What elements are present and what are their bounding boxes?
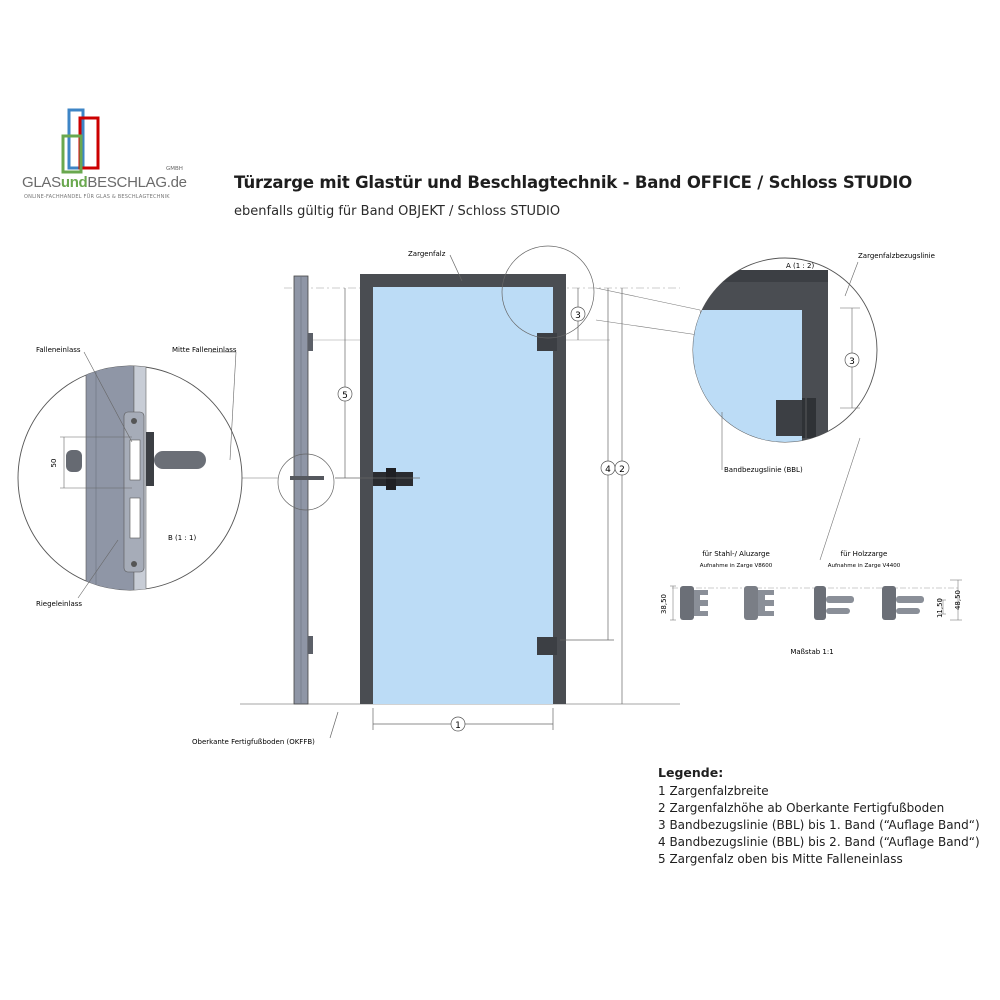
logo-part-3: BESCHLAG.de — [87, 174, 187, 191]
dim-3850-label: 38,50 — [660, 594, 668, 614]
dim-4-label: 4 — [605, 465, 611, 475]
page-subtitle: ebenfalls gültig für Band OBJEKT / Schlo… — [234, 204, 561, 219]
logo-mark-icon — [61, 108, 100, 174]
hinge-variant-1 — [680, 586, 710, 620]
detail-b-dimensions — [60, 351, 237, 599]
detail-a-dim-marker — [844, 352, 860, 368]
mitte-falleneinlass-label: Mitte Falleneinlass — [172, 346, 237, 354]
logo-wordmark: GLASundBESCHLAG.de — [22, 174, 187, 191]
hinge-variants: für Stahl-/ Aluzarge Aufnahme in Zarge V… — [660, 550, 962, 656]
zargenfalzbezugslinie-label: Zargenfalzbezugslinie — [858, 252, 935, 260]
massstab-label: Maßstab 1:1 — [790, 648, 833, 656]
dim-5-label: 5 — [342, 391, 348, 401]
legend-item: 2 Zargenfalzhöhe ab Oberkante Fertigfußb… — [658, 801, 945, 815]
detail-a — [692, 257, 878, 443]
legend: Legende: 1 Zargenfalzbreite 2 Zargenfalz… — [658, 764, 980, 868]
detail-a-marker — [501, 245, 595, 339]
side-profile — [290, 275, 324, 705]
dim-4850-label: 48,50 — [954, 590, 962, 610]
detail-a-dim-3-label: 3 — [849, 357, 855, 367]
okffb-label: Oberkante Fertigfußboden (OKFFB) — [192, 738, 315, 746]
door-frame — [360, 274, 566, 704]
dim-1150-label: 11,50 — [936, 598, 944, 618]
legend-item: 3 Bandbezugslinie (BBL) bis 1. Band (“Au… — [658, 818, 980, 832]
dimension-markers — [337, 306, 630, 732]
logo-tagline: ONLINE-FACHHANDEL FÜR GLAS & BESCHLAGTEC… — [24, 194, 170, 200]
dim-2-label: 2 — [619, 465, 625, 475]
legend-heading: Legende: — [658, 765, 724, 780]
stahl-subtitle: Aufnahme in Zarge V8600 — [700, 563, 773, 569]
falleneinlass-label: Falleneinlass — [36, 346, 81, 354]
riegeleinlass-label: Riegeleinlass — [36, 600, 82, 608]
holz-title: für Holzzarge — [841, 550, 888, 558]
dim-1-label: 1 — [455, 721, 461, 731]
hinge-variant-2 — [744, 586, 775, 620]
detail-b-scale: B (1 : 1) — [168, 534, 196, 542]
logo-part-2: und — [60, 174, 88, 191]
detail-b-marker — [277, 453, 335, 511]
legend-item: 5 Zargenfalz oben bis Mitte Falleneinlas… — [658, 852, 903, 866]
hinge-variant-3 — [814, 586, 854, 620]
dimension-lines — [329, 254, 623, 739]
hinge-top — [537, 333, 557, 351]
logo-part-1: GLAS — [22, 174, 61, 191]
page-title: Türzarge mit Glastür und Beschlagtechnik… — [234, 173, 913, 192]
detail-b — [17, 365, 243, 591]
detail-a-scale: A (1 : 2) — [786, 262, 814, 270]
glass-panel — [373, 287, 553, 704]
dim-3-label: 3 — [575, 311, 581, 321]
zargenfalz-label: Zargenfalz — [408, 250, 446, 258]
stahl-title: für Stahl-/ Aluzarge — [702, 550, 770, 558]
hinge-variant-4 — [882, 586, 924, 620]
holz-subtitle: Aufnahme in Zarge V4400 — [828, 563, 901, 569]
legend-item: 4 Bandbezugslinie (BBL) bis 2. Band (“Au… — [658, 835, 980, 849]
legend-item: 1 Zargenfalzbreite — [658, 784, 769, 798]
hinge-bottom — [537, 637, 557, 655]
bandbezugslinie-label: Bandbezugslinie (BBL) — [724, 466, 803, 474]
logo-gmbh: GMBH — [166, 166, 183, 172]
dim-50-label: 50 — [50, 459, 58, 468]
